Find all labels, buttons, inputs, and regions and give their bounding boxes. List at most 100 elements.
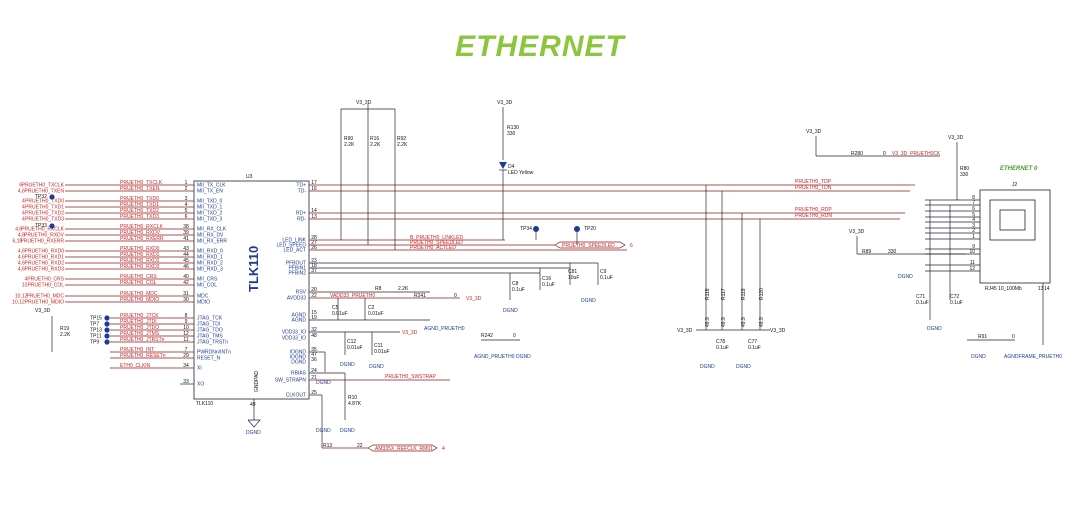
c81-val: 10uF [568, 275, 579, 281]
c9-val: 0.1uF [600, 275, 613, 281]
pin-name: MII_RXD_3 [197, 267, 223, 273]
net-label: PRUETH0_CRS [120, 274, 157, 280]
rdn-net: PRUETH0_RDN [795, 213, 832, 219]
net-sheet-tag: 4,6 [18, 261, 25, 267]
pin-name: RD+ [296, 211, 306, 217]
net-label: PRUETH0_TXD2 [120, 208, 159, 214]
test-point-marker [49, 194, 55, 200]
gnd-c9: DGND [581, 298, 596, 304]
connector-pin-number: 1 [972, 234, 975, 240]
net-label: PRUETH0_JTDO [120, 325, 159, 331]
connector-pin-number: 14 [1044, 286, 1050, 292]
refclk-tag: 4 [442, 446, 445, 452]
pin-name: MII_TXD_0 [197, 199, 223, 205]
pin-name: XO [197, 382, 204, 388]
pin-name: CLKOUT [286, 393, 306, 399]
pin-name: MII_CRS [197, 277, 218, 283]
net-label: PRUETH0_RXD0 [120, 246, 160, 252]
r242-ref: R242 [481, 333, 493, 339]
net-sheet-tag: 6,10 [12, 239, 22, 245]
v33-r241: V3_3D [466, 296, 482, 302]
net-label: PRUETH0_RXERR [120, 236, 164, 242]
r89-ref: R89 [862, 249, 871, 255]
rdp-net: PRUETH0_RDP [795, 207, 832, 213]
pin-name: JTAG_TCK [197, 316, 223, 322]
pin-name: MII_RXD_1 [197, 255, 223, 261]
c78-val: 0.1uF [716, 345, 729, 351]
net-offpage-label: PRUETH0_TXD0 [25, 199, 64, 205]
net-offpage-label: PRUETH0_COL [28, 283, 65, 289]
test-point-marker [104, 321, 110, 327]
pin-name: MII_TX_CLK [197, 183, 226, 189]
net-sheet-tag: 10,12 [15, 294, 28, 300]
pin-number: 2 [185, 186, 188, 192]
led-nets: B_PRUETH0_LINKLED PRUETH0_SPEEDLED PRUET… [309, 226, 633, 251]
net-sheet-tag: 10 [22, 283, 28, 289]
c2-val: 0.01uF [368, 311, 384, 317]
pin-name: MII_TXD_3 [197, 217, 223, 223]
c12-val: 0.01uF [347, 345, 363, 351]
connector-pin-number: 7 [972, 200, 975, 206]
pin-name: MII_COL [197, 283, 217, 289]
test-point-label: TP32 [35, 194, 47, 200]
c71-val: 0.1uF [916, 300, 929, 306]
pin-name: XI [197, 366, 202, 372]
r241-val: 0 [454, 293, 457, 299]
pullup-supply-label: V3_3D [356, 100, 372, 106]
net-label: PRUETH0_RXCLK [120, 224, 163, 230]
r280-ref: R280 [851, 151, 863, 157]
net-sheet-tag: 4 [22, 217, 25, 223]
diff-pairs: PRUETH0_TDP PRUETH0_TDN PRUETH0_RDP PRUE… [309, 179, 915, 370]
pin-number: 14 [311, 208, 317, 214]
r91-ref: R91 [978, 334, 987, 340]
net-offpage-label: PRUETH0_MDIO [25, 300, 64, 306]
pin-number: 40 [183, 274, 189, 280]
pin-name: VDD33_IO [282, 336, 306, 342]
pin-name: JTAG_TMS [197, 334, 223, 340]
pin-name: DGND [291, 360, 306, 366]
c8-ref: C8 [512, 281, 519, 287]
net-offpage-label: PRUETH0_RXERR [20, 239, 64, 245]
r8-ref: R8 [375, 286, 382, 292]
r80-val: 330 [960, 172, 969, 178]
r92-val: 2.2K [397, 142, 408, 148]
net-label: PRUETH0_JTCK [120, 313, 159, 319]
net-offpage-label: PRUETH0_TXD1 [25, 205, 64, 211]
net-offpage-label: PRUETH0_TXD3 [25, 217, 64, 223]
pin-number: 15 [311, 310, 317, 316]
test-point-label: TP15 [90, 316, 102, 322]
page-title: ETHERNET [455, 30, 625, 63]
test-point-marker [104, 333, 110, 339]
gnd-rbias: DGND [316, 428, 331, 434]
net-label: PRUETH0_RXD1 [120, 252, 160, 258]
tdn-net: PRUETH0_TDN [795, 185, 832, 191]
pin-name: LED_SPEED [277, 243, 307, 249]
v33-r280: V3_3D [806, 129, 822, 135]
chip-name: TLK110 [246, 246, 261, 292]
connector-pin-number: 11 [970, 260, 975, 266]
pin-number: 26 [311, 245, 317, 251]
connector-section: V3_3D R280 0 V3_3D_PRUETH0CK V3_3D R80 3… [806, 129, 1062, 360]
pin-number: 39 [183, 230, 189, 236]
net-sheet-tag: 4,6 [18, 267, 25, 273]
v33-term-right: V3_3D [770, 328, 786, 334]
c16-val: 0.1uF [542, 282, 555, 288]
connector-pin-number: 13 [1038, 286, 1044, 292]
pin-number: 7 [185, 347, 188, 353]
connector-part: RJ45 10_100Mb [985, 286, 1022, 292]
pin-name: RSV [296, 290, 307, 296]
net-label: PRUETH0_MDIO [120, 297, 159, 303]
net-offpage-label: PRUETH0_CRS [27, 277, 64, 283]
led-branch: V3_3D R130 330 D4 LED Yellow [497, 100, 534, 240]
connector-pin-number: 5 [972, 212, 975, 218]
pin-name: RBIAS [291, 371, 307, 377]
tp20-label: TP20 [584, 226, 596, 232]
net-sheet-tag: 4 [22, 211, 25, 217]
r19-val: 2.2K [60, 332, 71, 338]
actled-net: PRUETH0_ACTLED [410, 245, 456, 251]
pullup-resistors: V3_3D R90 2.2K R16 2.2K R92 2.2K [340, 100, 408, 250]
pin-number: 37 [311, 268, 317, 274]
phy-chip-u3: U3 TLK110 TLK110 GNDPAD 49 DGND [193, 174, 310, 436]
connector-pin-number: 8 [972, 195, 975, 201]
